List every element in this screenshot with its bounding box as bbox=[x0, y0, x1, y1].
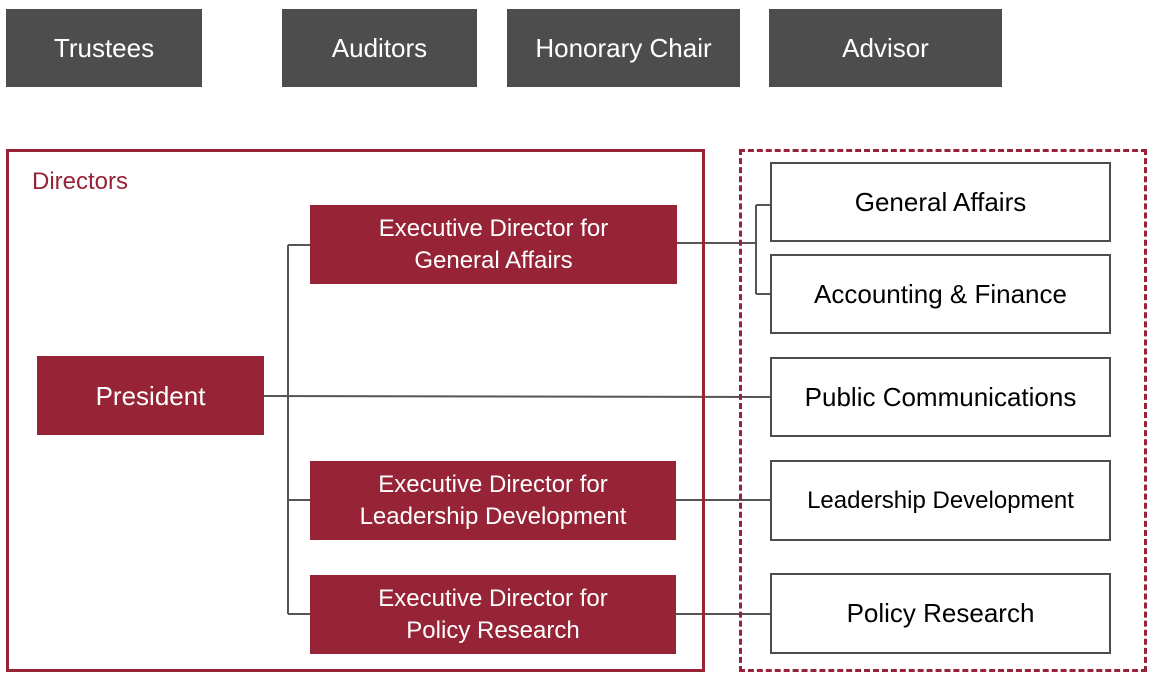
exec-director-policy-line2: Policy Research bbox=[406, 616, 580, 644]
dept-public-communications: Public Communications bbox=[770, 357, 1111, 437]
auditors-label: Auditors bbox=[331, 32, 428, 63]
exec-director-leadership-line1: Executive Director for bbox=[378, 470, 608, 498]
dept-policy-research-label: Policy Research bbox=[846, 598, 1035, 628]
dept-policy-research: Policy Research bbox=[770, 573, 1111, 654]
dept-general-affairs: General Affairs bbox=[770, 162, 1111, 242]
exec-director-general-affairs-line2: General Affairs bbox=[414, 246, 573, 274]
directors-label: Directors bbox=[32, 168, 129, 195]
advisor-label: Advisor bbox=[842, 32, 929, 63]
dept-accounting-finance: Accounting & Finance bbox=[770, 254, 1111, 334]
exec-director-general-affairs: Executive Director for General Affairs bbox=[310, 205, 677, 284]
exec-director-leadership-development: Executive Director for Leadership Develo… bbox=[310, 461, 676, 540]
dept-public-communications-label: Public Communications bbox=[804, 381, 1077, 412]
connector-president-public-communications bbox=[262, 395, 773, 398]
trustees-box: Trustees bbox=[6, 9, 202, 87]
exec-director-policy-line1: Executive Director for bbox=[378, 584, 608, 612]
auditors-box: Auditors bbox=[282, 9, 477, 87]
dept-leadership-development: Leadership Development bbox=[770, 460, 1111, 541]
president-label: President bbox=[95, 380, 206, 411]
exec-director-general-affairs-line1: Executive Director for bbox=[378, 214, 609, 242]
advisor-box: Advisor bbox=[769, 9, 1002, 87]
directors-group bbox=[6, 149, 705, 672]
departments-group bbox=[739, 149, 1147, 672]
dept-general-affairs-label: General Affairs bbox=[854, 186, 1027, 217]
president-box: President bbox=[37, 356, 264, 435]
dept-accounting-finance-label: Accounting & Finance bbox=[814, 278, 1067, 309]
exec-director-leadership-line2: Leadership Development bbox=[359, 502, 627, 530]
trustees-label: Trustees bbox=[53, 32, 155, 63]
exec-director-policy-research: Executive Director for Policy Research bbox=[310, 575, 676, 654]
honorary-chair-box: Honorary Chair bbox=[507, 9, 740, 87]
dept-leadership-development-label: Leadership Development bbox=[807, 486, 1074, 514]
honorary-chair-label: Honorary Chair bbox=[535, 32, 712, 63]
